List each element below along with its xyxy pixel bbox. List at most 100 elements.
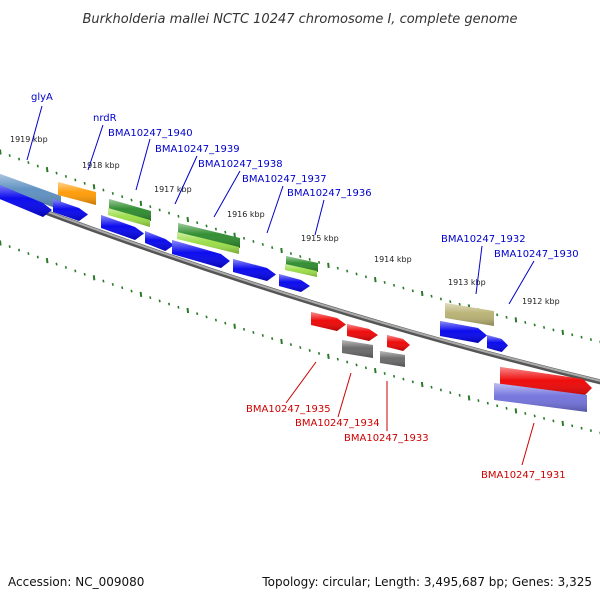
gene-label-1931[interactable]: BMA10247_1931	[481, 470, 566, 481]
outer-tick	[224, 230, 227, 234]
outer-tick	[383, 281, 386, 284]
gene-label-1939[interactable]: BMA10247_1939	[155, 144, 240, 155]
feature-blue-cds[interactable]	[145, 231, 174, 251]
inner-tick	[430, 385, 433, 389]
leader-1939	[174, 155, 198, 205]
outer-tick	[36, 164, 39, 168]
feature-blue-cds[interactable]	[487, 335, 508, 352]
inner-tick	[411, 380, 414, 384]
outer-tick	[496, 313, 499, 317]
feature-blue-cds[interactable]	[0, 183, 52, 217]
gene-label-glyA[interactable]: glyA	[31, 92, 53, 103]
feature-blue-cds[interactable]	[233, 259, 276, 281]
feature-orange-block[interactable]	[58, 182, 96, 205]
inner-tick	[186, 307, 190, 314]
outer-tick	[327, 262, 330, 268]
leader-1934	[337, 372, 352, 418]
gene-label-1936[interactable]: BMA10247_1936	[287, 188, 372, 199]
inner-tick	[233, 323, 236, 329]
outer-tick	[55, 171, 58, 175]
outer-tick	[205, 224, 208, 228]
gene-label-1933[interactable]: BMA10247_1933	[344, 433, 429, 444]
feature-olive-block[interactable]	[445, 303, 494, 326]
feature-blue-cds[interactable]	[279, 274, 310, 292]
outer-tick	[402, 286, 405, 290]
inner-tick	[580, 426, 583, 430]
outer-tick	[186, 216, 190, 223]
feature-lightgreen-block[interactable]	[108, 208, 150, 227]
feature-red-cds[interactable]	[387, 335, 410, 351]
outer-tick	[299, 255, 302, 258]
inner-tick	[177, 305, 180, 309]
inner-tick	[0, 240, 2, 246]
outer-tick	[74, 178, 77, 182]
gene-label-1930[interactable]: BMA10247_1930	[494, 249, 579, 260]
inner-tick	[467, 395, 471, 401]
inner-tick	[392, 374, 396, 378]
gene-label-1938[interactable]: BMA10247_1938	[198, 159, 283, 170]
feature-gray-block[interactable]	[380, 351, 405, 367]
outer-tick	[589, 338, 593, 342]
feature-blue-cds[interactable]	[101, 215, 144, 240]
inner-tick-ring	[0, 240, 600, 435]
inner-tick	[308, 349, 311, 352]
gene-label-nrdR[interactable]: nrdR	[93, 113, 117, 124]
feature-gray-block[interactable]	[342, 340, 373, 358]
inner-tick	[242, 327, 246, 331]
feature-lightgreen-block[interactable]	[177, 232, 239, 254]
gene-label-1934[interactable]: BMA10247_1934	[295, 418, 380, 429]
feature-steel-block[interactable]	[0, 172, 61, 210]
leader-1932	[475, 245, 483, 295]
tick-label-1913: 1913 kbp	[448, 278, 486, 287]
feature-purple-block[interactable]	[494, 383, 587, 412]
feature-blue-cds[interactable]	[53, 199, 88, 221]
outer-tick	[252, 239, 255, 243]
gene-label-1940[interactable]: BMA10247_1940	[108, 128, 193, 139]
inner-tick	[149, 296, 152, 300]
outer-tick	[271, 246, 274, 249]
reverse-gene-labels: BMA10247_1935 BMA10247_1934 BMA10247_193…	[246, 404, 566, 481]
outer-tick	[524, 320, 527, 324]
inner-tick	[477, 399, 480, 402]
feature-red-cds[interactable]	[500, 367, 592, 397]
leader-1931	[521, 422, 535, 466]
inner-tick	[92, 275, 96, 281]
outer-tick	[280, 247, 283, 254]
gene-label-1932[interactable]: BMA10247_1932	[441, 234, 526, 245]
inner-tick	[45, 257, 49, 264]
inner-tick	[121, 286, 124, 290]
inner-tick	[561, 420, 565, 426]
tick-label-1912: 1912 kbp	[522, 297, 560, 306]
outer-tick	[139, 200, 143, 206]
inner-tick	[8, 245, 11, 248]
inner-tick	[214, 318, 218, 322]
inner-tick	[317, 351, 321, 355]
feature-red-cds[interactable]	[311, 312, 346, 331]
leader-1930	[508, 260, 535, 305]
feature-green-block[interactable]	[109, 199, 151, 221]
outer-tick	[8, 154, 11, 157]
inner-tick	[355, 363, 358, 367]
inner-tick	[196, 312, 199, 316]
feature-red-cds[interactable]	[347, 324, 378, 341]
backbone	[0, 192, 600, 385]
inner-tick	[224, 321, 227, 325]
inner-tick	[289, 343, 293, 346]
outer-tick	[261, 243, 264, 246]
gene-label-1935[interactable]: BMA10247_1935	[246, 404, 331, 415]
feature-blue-cds[interactable]	[172, 240, 230, 268]
gene-label-1937[interactable]: BMA10247_1937	[242, 174, 327, 185]
inner-tick	[158, 299, 161, 303]
inner-tick	[261, 334, 264, 337]
feature-green-block[interactable]	[286, 256, 318, 272]
feature-green-block[interactable]	[178, 223, 240, 248]
outer-tick	[27, 161, 30, 165]
feature-blue-cds[interactable]	[440, 321, 487, 343]
inner-tick	[111, 282, 114, 286]
inner-tick	[280, 338, 283, 345]
feature-lightgreen-block[interactable]	[285, 264, 317, 277]
inner-tick	[383, 372, 386, 375]
outer-tick	[505, 315, 508, 319]
inner-tick	[299, 346, 302, 349]
